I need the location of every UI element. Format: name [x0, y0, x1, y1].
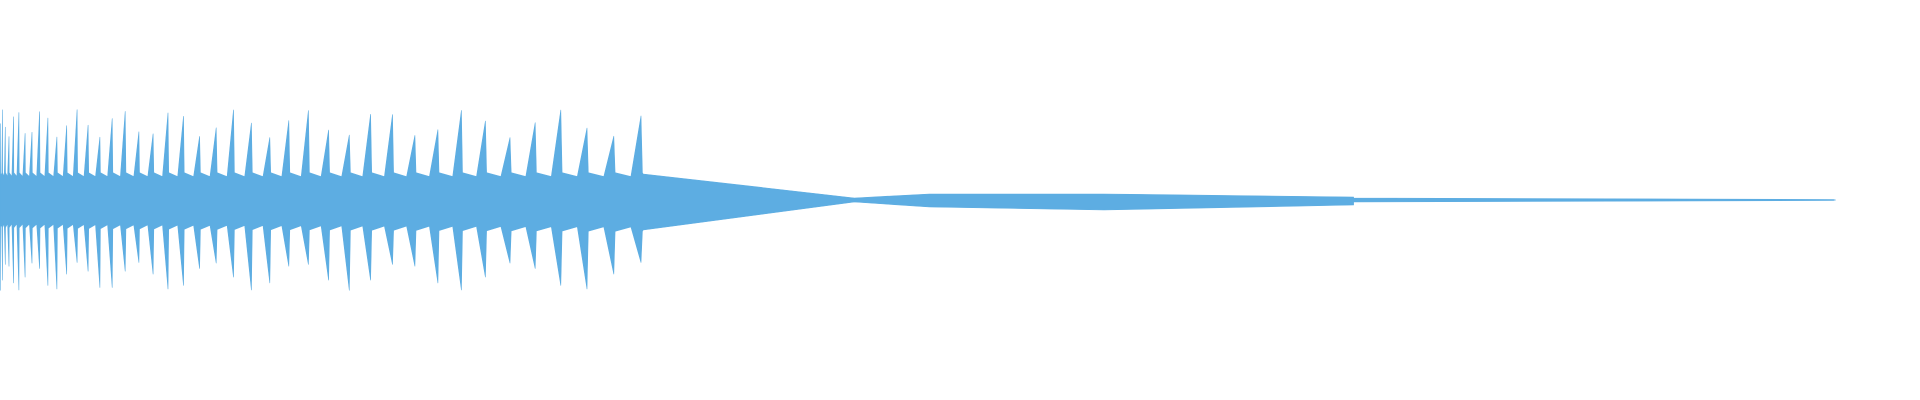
waveform-series [0, 109, 1836, 291]
waveform-area [0, 109, 1836, 291]
